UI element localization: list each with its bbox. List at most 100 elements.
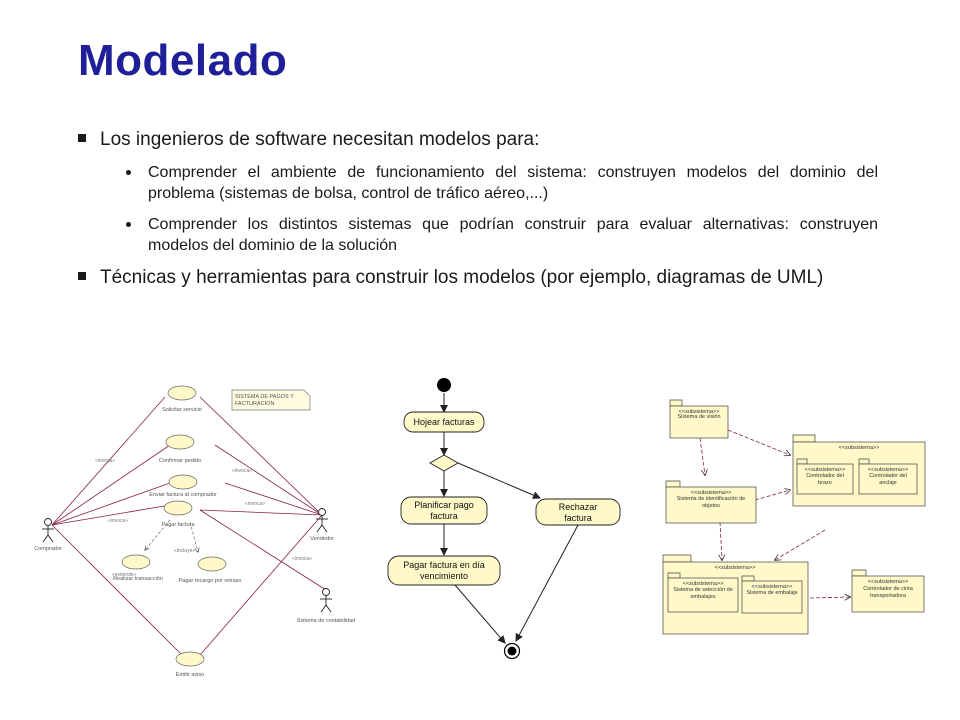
actor-contabilidad-icon — [320, 588, 332, 613]
decision-node-icon — [429, 454, 459, 472]
package-stereotype: <<subsistema>> — [868, 467, 909, 473]
relation-labels: «invoca» «invoca» «invoca» «invoca» «inv… — [95, 458, 312, 578]
package-name: Sistema de visión — [677, 414, 721, 420]
note-line-1: SISTEMA DE PAGOS Y — [235, 394, 294, 400]
activity-diagram: Hojear facturas Planificar pago factura … — [387, 378, 621, 660]
slide-title: Modelado — [78, 36, 288, 85]
relation-label: «invoca» — [95, 458, 115, 464]
package-stereotype: <<subsistema>> — [679, 409, 720, 415]
use-case-ellipse — [197, 556, 227, 572]
package-name: Sistema de identificación de objetos — [676, 496, 746, 509]
package-name: Controlador del anclaje — [869, 473, 907, 486]
package-stereotypes: <<subsistema>> <<subsistema>> <<subsiste… — [679, 409, 909, 590]
activity-label-box: Rechazar factura — [558, 502, 598, 523]
note-line-2: FACTURACION — [235, 401, 274, 407]
activity-label: Planificar pago factura — [414, 500, 474, 521]
package-box — [665, 486, 757, 524]
package-name-box: Controlador de cinta transportadora — [863, 586, 913, 599]
activity-label-box: Planificar pago factura — [414, 500, 474, 521]
sub-bullet-1: Comprender el ambiente de funcionamiento… — [78, 162, 878, 204]
use-case-label: Enviar factura al comprador — [149, 492, 217, 498]
use-case-labels: Solicitar servicio Confirmar pedido Envi… — [113, 407, 241, 678]
use-case-dependencies — [145, 519, 198, 552]
package-stereotype: <<subsistema>> — [805, 467, 846, 473]
package-tab — [858, 458, 870, 465]
use-case-ellipse — [165, 434, 195, 450]
relation-label: «invoca» — [108, 518, 128, 524]
package-box — [669, 405, 729, 439]
package-diagram: <<subsistema>> <<subsistema>> <<subsiste… — [662, 399, 926, 635]
package-name-box: Sistema de identificación de objetos — [676, 496, 746, 509]
package-name-box: Sistema de embalaje — [746, 590, 798, 596]
activity-label-box: Pagar factura en día vencimiento — [403, 560, 485, 581]
relation-label: «extiende» — [112, 572, 137, 578]
package-tab — [669, 399, 683, 407]
sub-bullet-1-text: Comprender el ambiente de funcionamiento… — [148, 164, 878, 202]
activity-label: Rechazar factura — [558, 502, 598, 523]
use-case-ellipse — [168, 474, 198, 490]
package-stereotype: <<subsistema>> — [715, 565, 756, 571]
bullet-2: Técnicas y herramientas para construir l… — [78, 266, 878, 290]
package-name: Controlador de cinta transportadora — [863, 586, 913, 599]
relation-label: «invoca» — [245, 501, 265, 507]
relation-label: «invoca» — [232, 468, 252, 474]
activity-label: Hojear facturas — [413, 417, 475, 427]
activity-node — [535, 498, 621, 526]
activity-nodes — [387, 411, 621, 586]
package-box — [796, 463, 854, 495]
package-stereotype: <<subsistema>> — [691, 490, 732, 496]
bullet-list: Los ingenieros de software necesitan mod… — [78, 128, 878, 300]
package-name: Controlador del brazo — [806, 473, 844, 486]
package-tab — [796, 458, 808, 465]
package-box — [851, 575, 925, 613]
square-bullet-icon — [78, 134, 86, 142]
use-case-ellipse — [167, 385, 197, 401]
use-case-label: Solicitar servicio — [162, 407, 202, 413]
activity-label: Pagar factura en día vencimiento — [403, 560, 485, 581]
package-name-box: Controlador del brazo — [806, 473, 844, 486]
package-name-box: Sistema de visión — [677, 414, 721, 420]
actor-label: Comprador — [34, 546, 62, 552]
package-stereotype: <<subsistema>> — [683, 581, 724, 587]
round-bullet-icon — [126, 222, 131, 227]
packages — [662, 399, 926, 635]
activity-node — [400, 496, 488, 525]
use-case-label: Emitir aviso — [176, 672, 204, 678]
actor-label: Sistema de contabilidad — [297, 618, 355, 624]
activity-node — [387, 555, 501, 586]
activity-flows — [440, 393, 579, 644]
square-bullet-icon — [78, 272, 86, 280]
actor-labels: Comprador Vendedor Sistema de contabilid… — [34, 536, 355, 624]
use-case-label: Realizar transacción — [113, 576, 163, 582]
final-node-icon — [503, 642, 521, 660]
round-bullet-icon — [126, 170, 131, 175]
package-names: Sistema de visión Sistema de identificac… — [673, 414, 913, 600]
use-case-label: Confirmar pedido — [159, 458, 201, 464]
package-box — [858, 463, 918, 495]
use-case-diagram: SISTEMA DE PAGOS Y FACTURACION — [34, 383, 370, 683]
package-name: Sistema de embalaje — [746, 590, 798, 596]
package-stereotype: <<subsistema>> — [839, 445, 880, 451]
package-tab — [851, 569, 867, 577]
actor-comprador-icon — [42, 518, 54, 543]
bullet-1-text: Los ingenieros de software necesitan mod… — [100, 129, 540, 150]
package-tab — [662, 554, 692, 563]
use-case-label: Pagar factura — [161, 522, 195, 528]
use-case-ellipse — [175, 651, 205, 667]
package-tab — [741, 575, 755, 582]
actor-vendedor-icon — [316, 508, 328, 533]
use-cases — [121, 385, 227, 667]
use-case-canvas — [72, 383, 370, 683]
package-tab — [667, 572, 681, 579]
package-box — [741, 580, 803, 614]
bullet-1: Los ingenieros de software necesitan mod… — [78, 128, 878, 152]
bullet-2-text: Técnicas y herramientas para construir l… — [100, 267, 824, 288]
relation-label: «invoca» — [292, 556, 312, 562]
package-name-box: Sistema de selección de embalajes — [673, 587, 733, 600]
package-name-box: Controlador del anclaje — [869, 473, 907, 486]
use-case-ellipse — [121, 554, 151, 570]
package-dependencies — [699, 429, 850, 598]
initial-node-icon — [437, 378, 451, 392]
